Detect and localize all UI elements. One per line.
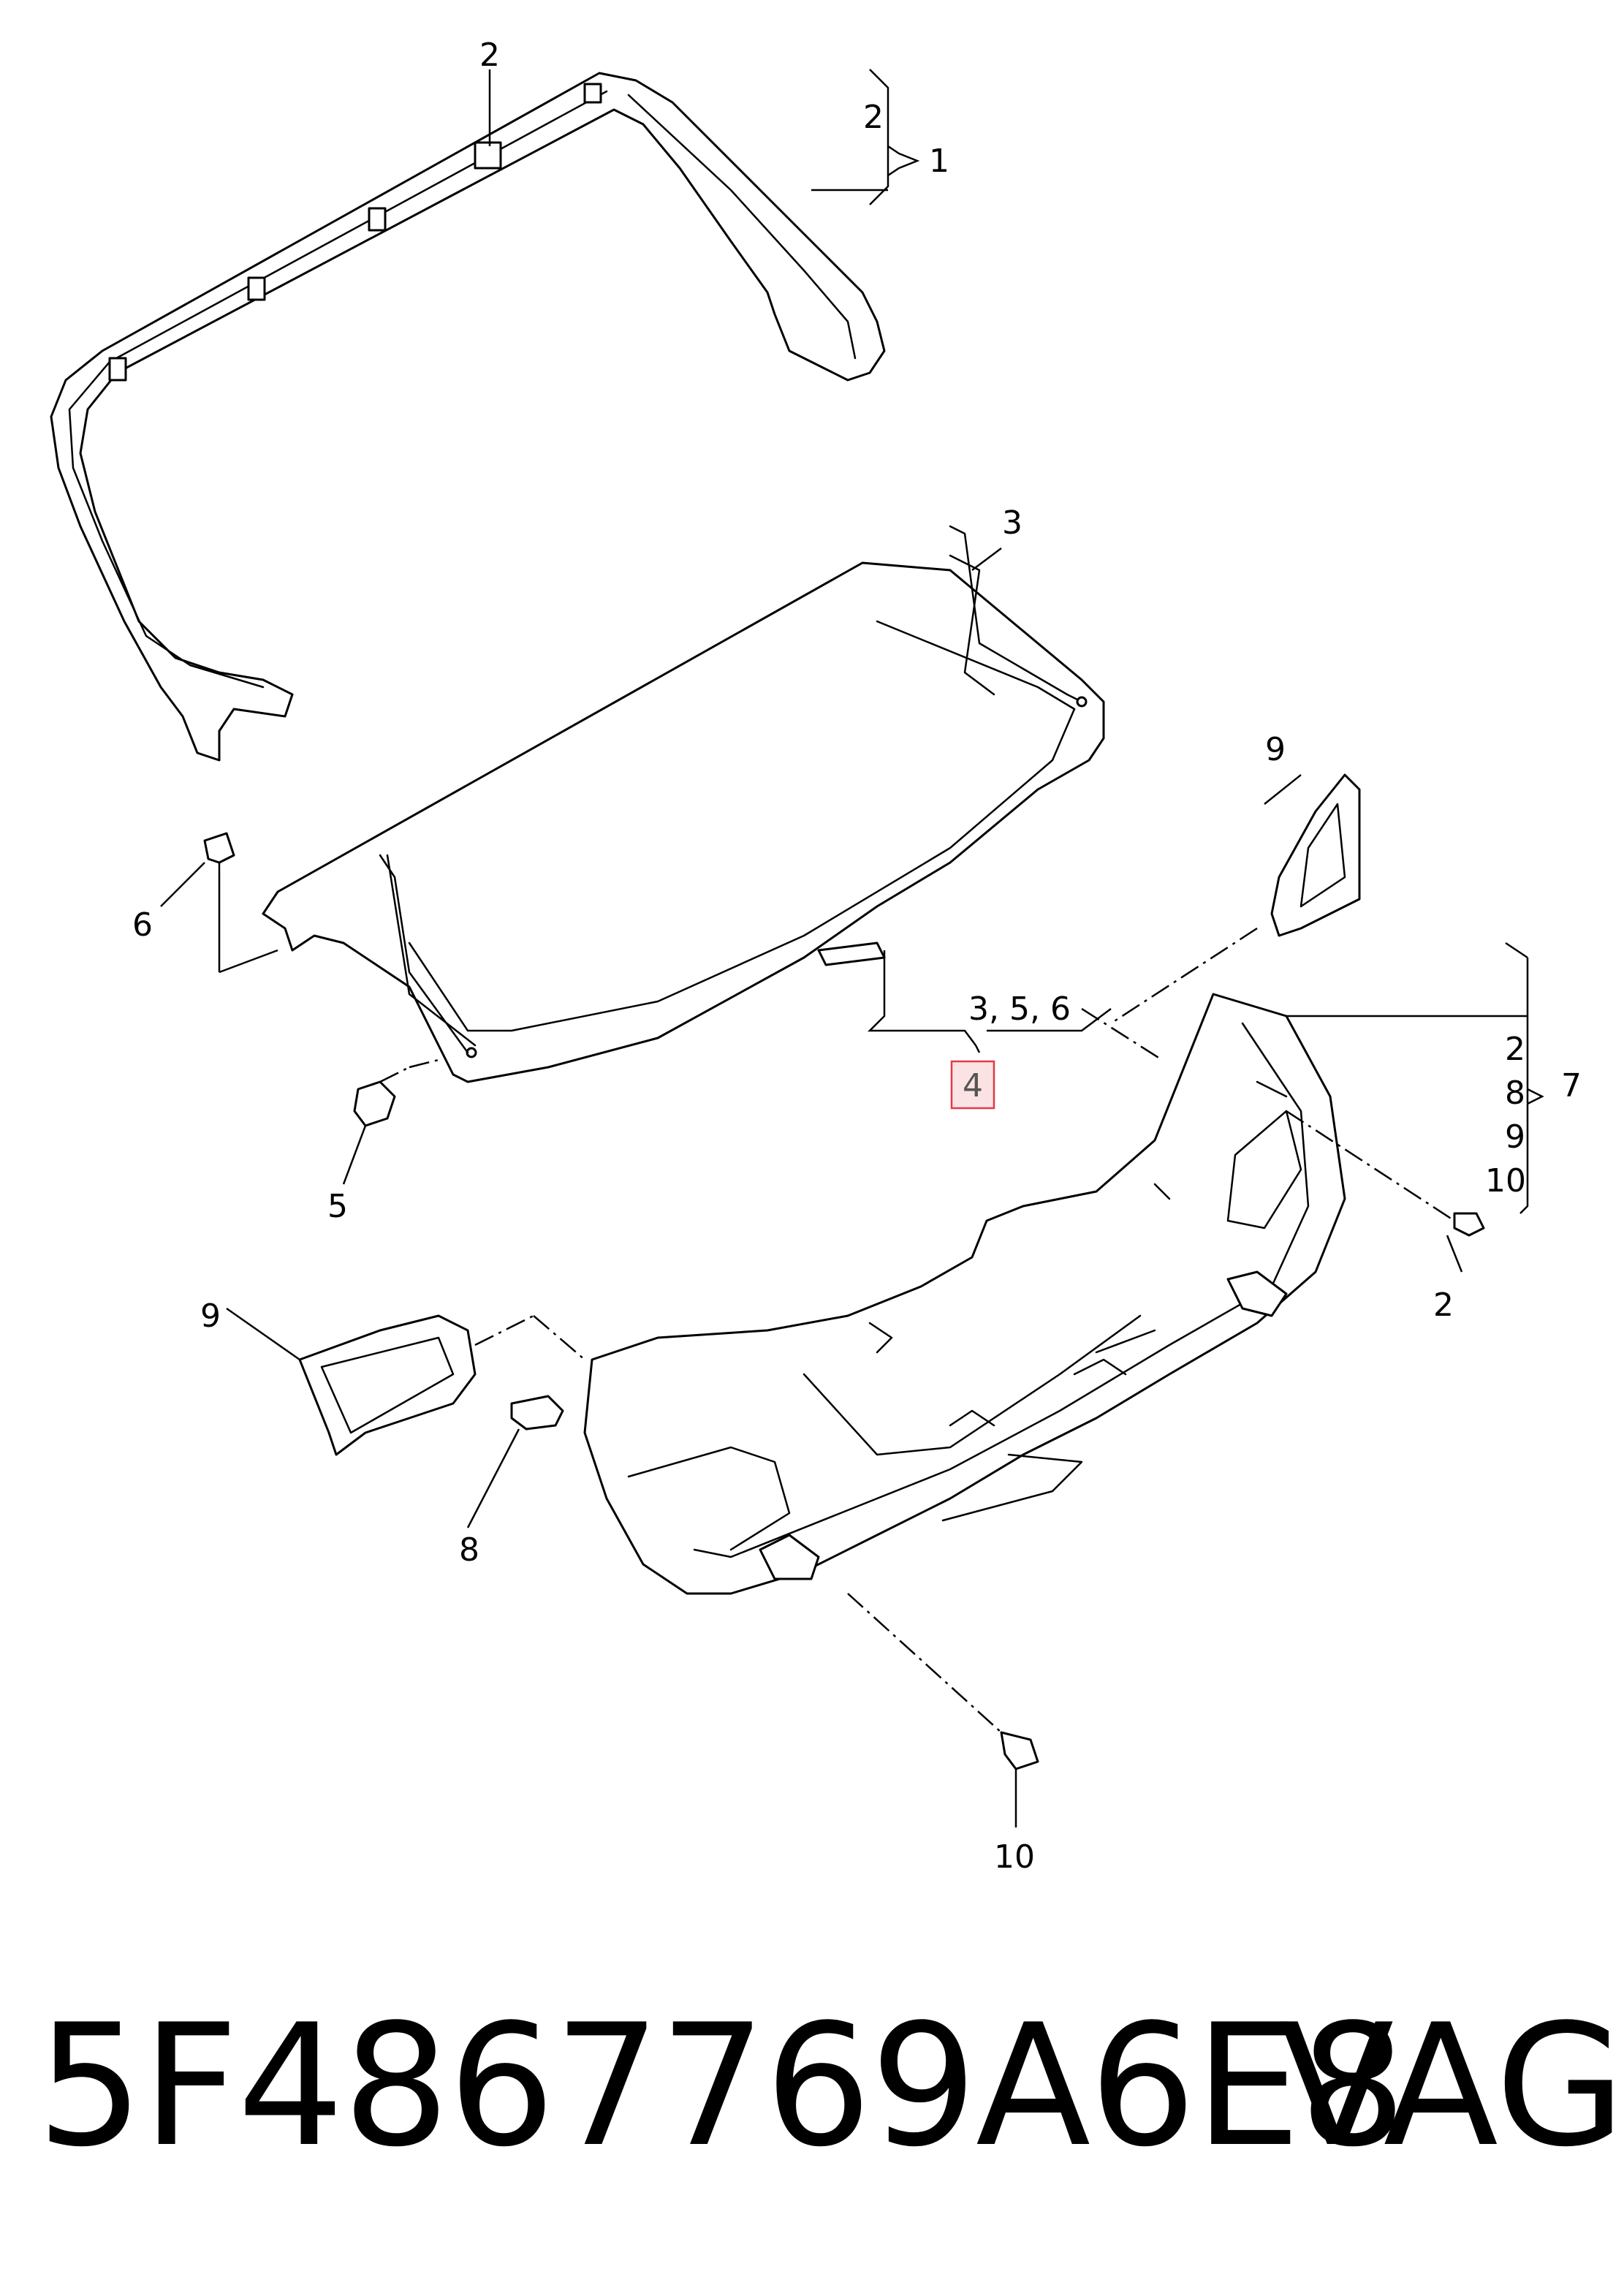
tailgate-lower-panel [583, 993, 1346, 1595]
clip-2-top [474, 141, 502, 170]
window-frame-trim [50, 72, 886, 762]
callout-1: 1 [929, 143, 949, 180]
callout-9-right: 9 [1265, 731, 1286, 768]
side-trim-right [1270, 773, 1361, 937]
clip-5 [353, 1080, 396, 1127]
side-trim-left [298, 1314, 477, 1456]
leader-lines [160, 69, 1544, 1827]
tailgate-upper-trim [262, 525, 1105, 1083]
callout-3: 3 [1002, 504, 1022, 542]
callout-10: 10 [994, 1838, 1035, 1876]
callout-6: 6 [132, 906, 153, 944]
part-number: 5F4867769A6E8 [37, 1989, 1406, 2184]
callout-2-right: 2 [1433, 1287, 1454, 1324]
callout-7-item-10: 10 [1485, 1162, 1526, 1200]
callout-7-item-9: 9 [1505, 1118, 1525, 1156]
callout-4-highlighted: 4 [963, 1067, 983, 1105]
callout-3-5-6: 3, 5, 6 [968, 990, 1071, 1028]
clip-6 [203, 832, 235, 864]
highlight-box [950, 1060, 995, 1110]
callout-5: 5 [327, 1188, 348, 1225]
clip-2-right [1453, 1212, 1485, 1237]
brand-label: VAG [1279, 1989, 1624, 2184]
callout-7-item-2: 2 [1505, 1031, 1525, 1068]
callout-2-brace: 2 [863, 99, 884, 136]
callout-7-item-8: 8 [1505, 1075, 1525, 1112]
clip-10 [1000, 1731, 1039, 1770]
callout-8: 8 [459, 1531, 479, 1569]
callout-9-left: 9 [200, 1297, 221, 1335]
connection-lines [379, 927, 1455, 1733]
callout-7: 7 [1561, 1067, 1582, 1105]
callout-2-top: 2 [479, 37, 500, 74]
callout-labels: 2 2 1 3 9 6 3, 5, 6 4 5 2 8 9 10 7 2 9 8… [132, 37, 1582, 1876]
clip-8 [510, 1395, 564, 1431]
